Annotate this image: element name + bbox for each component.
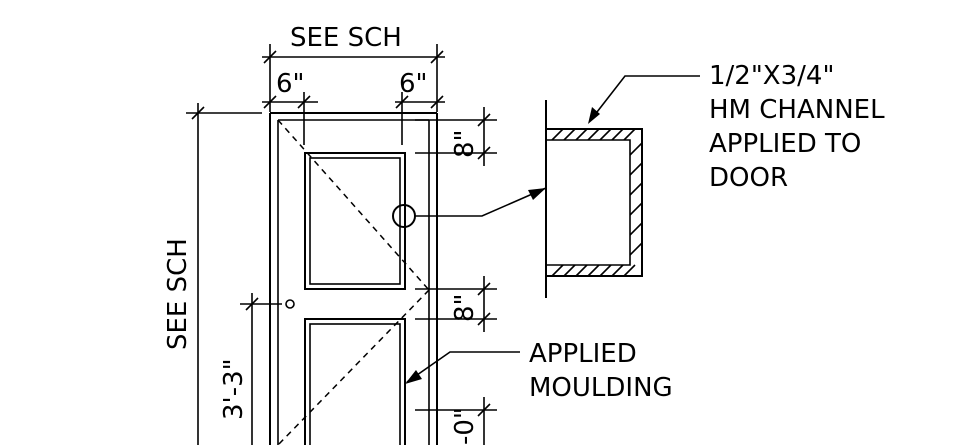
- lower-panel: [304, 318, 406, 445]
- channel-note-line-4: DOOR: [709, 163, 788, 193]
- channel-section-detail: [545, 100, 643, 298]
- channel-note-line-3: APPLIED TO: [709, 129, 861, 159]
- channel-hatch-bottom: [551, 264, 636, 277]
- width-dimension: [262, 44, 445, 112]
- rail-mid-label: 8": [450, 293, 480, 322]
- channel-hatch-right: [629, 142, 643, 256]
- channel-note-leader: [588, 75, 700, 124]
- stile-left-label: 6": [276, 69, 305, 99]
- knob-height-dimension: [240, 293, 282, 445]
- channel-note-line-1: 1/2"X3/4": [709, 61, 834, 91]
- door-frame: [269, 112, 438, 445]
- knob-height-label: 3'-3": [219, 358, 249, 420]
- moulding-note-line-1: APPLIED: [529, 339, 637, 369]
- moulding-note-line-2: MOULDING: [529, 373, 673, 403]
- stile-dimensions: [262, 92, 445, 145]
- height-dimension: [186, 103, 262, 445]
- rail-dimension-bottom: [415, 397, 497, 445]
- stile-right-label: 6": [399, 69, 428, 99]
- rail-top-label: 8": [450, 129, 480, 158]
- detail-leader: [415, 187, 547, 217]
- door-swing-lines: [277, 119, 430, 445]
- height-dimension-label: SEE SCH: [163, 238, 193, 350]
- rail-dimension-mid: [415, 276, 497, 332]
- door-knob: [285, 299, 295, 309]
- rail-dimension-top: [415, 107, 497, 166]
- upper-panel: [304, 152, 406, 290]
- rail-bottom-label: -0": [450, 407, 480, 445]
- moulding-note-leader: [405, 351, 520, 384]
- width-dimension-label: SEE SCH: [290, 23, 402, 53]
- channel-note-line-2: HM CHANNEL: [709, 95, 885, 125]
- channel-hatch-top: [551, 128, 636, 141]
